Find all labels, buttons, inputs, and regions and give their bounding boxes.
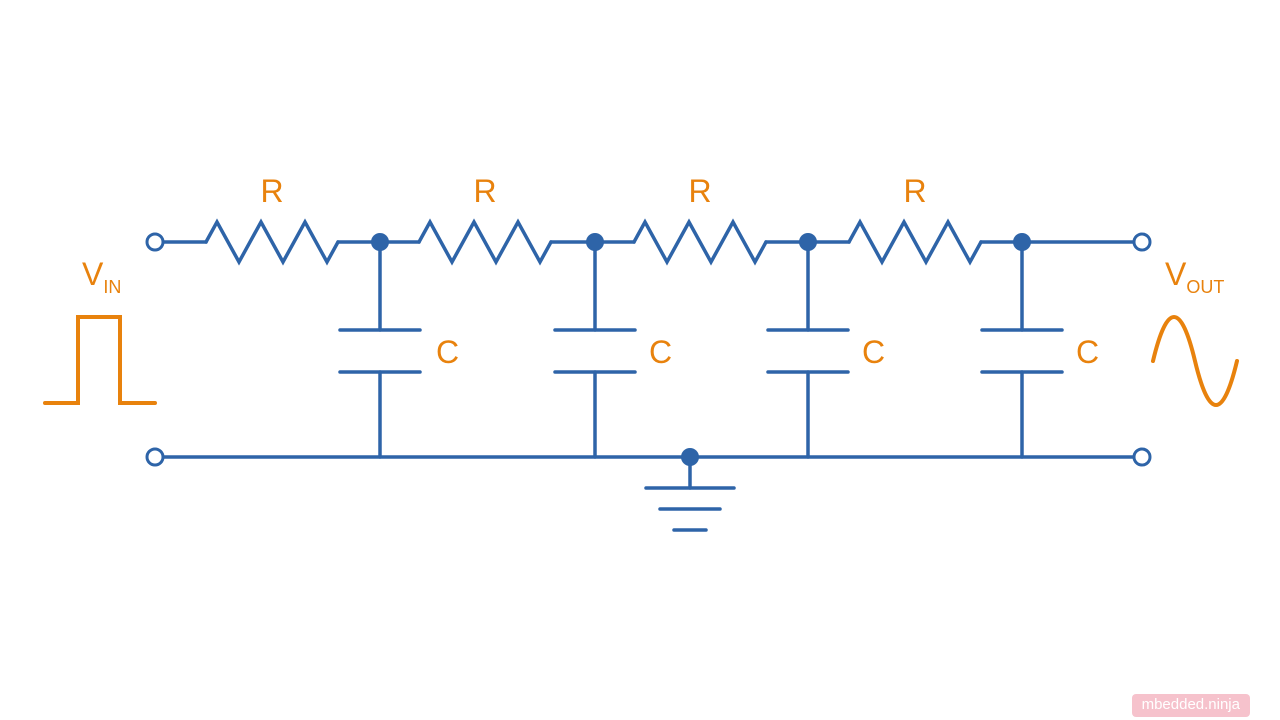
resistor-label-3: R — [688, 173, 711, 209]
vin-pulse-waveform — [43, 315, 157, 405]
resistor-1 — [204, 218, 340, 266]
capacitor-4 — [980, 240, 1064, 459]
vin-label-sub: IN — [103, 277, 121, 297]
node-dot-3 — [799, 233, 817, 251]
vin-label-main: V — [82, 256, 104, 292]
resistor-2 — [417, 218, 553, 266]
capacitor-3 — [766, 240, 850, 459]
vout-label-main: V — [1165, 256, 1187, 292]
resistor-4 — [847, 218, 983, 266]
output-terminal-bottom — [1132, 447, 1152, 467]
vout-label: VOUT — [1165, 256, 1224, 297]
node-dot-4 — [1013, 233, 1031, 251]
output-terminal-top — [1132, 232, 1152, 252]
resistor-3 — [632, 218, 768, 266]
input-terminal-bottom — [145, 447, 165, 467]
resistor-label-4: R — [903, 173, 926, 209]
node-dot-2 — [586, 233, 604, 251]
capacitor-label-2: C — [649, 334, 672, 370]
capacitor-2 — [553, 240, 637, 459]
input-terminal-top — [145, 232, 165, 252]
vin-label: VIN — [82, 256, 121, 297]
capacitor-label-1: C — [436, 334, 459, 370]
vout-sine-waveform — [1151, 315, 1239, 407]
node-dot-1 — [371, 233, 389, 251]
capacitor-label-3: C — [862, 334, 885, 370]
watermark: mbedded.ninja — [1131, 694, 1250, 717]
ground-symbol — [644, 455, 736, 532]
vout-label-sub: OUT — [1186, 277, 1224, 297]
capacitor-label-4: C — [1076, 334, 1099, 370]
capacitor-1 — [338, 240, 422, 459]
resistor-label-2: R — [473, 173, 496, 209]
resistor-label-1: R — [260, 173, 283, 209]
